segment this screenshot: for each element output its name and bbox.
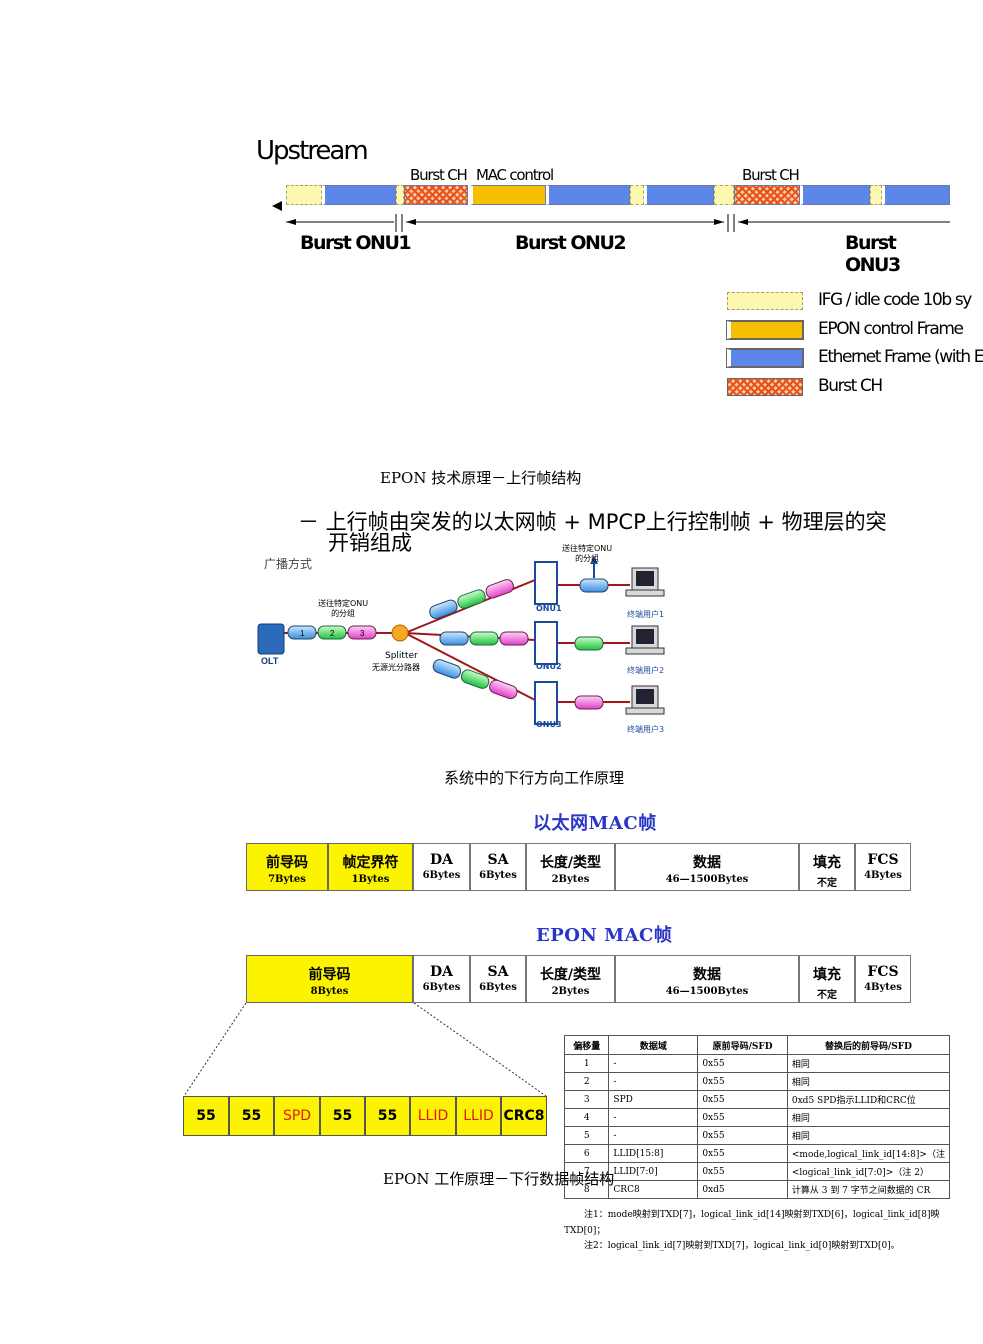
upstream-title: Upstream (256, 136, 369, 166)
table-header-row: 偏移量 数据域 原前导码/SFD 替换后的前导码/SFD (563, 1035, 951, 1055)
burst-onu2-label: Burst ONU2 (515, 232, 627, 254)
user2-label: 终端用户2 (627, 666, 665, 675)
table-note-2: 注2：logical_link_id[7]映射到TXD[7]，logical_l… (584, 1241, 900, 1251)
ethernet-frame-segment (644, 185, 714, 205)
eth-field-pad: 填充不定 (799, 843, 855, 891)
mac-control-label: MAC control (476, 166, 554, 184)
epon-control-segment (470, 185, 546, 205)
preamble-byte-4: 55 (320, 1096, 365, 1136)
ethernet-frame-segment (322, 185, 396, 205)
broadcast-mode-label: 广播方式 (264, 557, 313, 571)
legend-burst-label: Burst CH (818, 376, 883, 396)
legend-ifg-swatch (727, 292, 803, 310)
caption-downstream: 系统中的下行方向工作原理 (444, 769, 625, 787)
col-field: 数据域 (608, 1035, 699, 1055)
ifg-segment (630, 185, 644, 205)
epon-field-pad: 填充不定 (799, 955, 855, 1003)
onu2-label: ONU2 (536, 662, 562, 671)
caption-upstream: EPON 技术原理－上行帧结构 (380, 469, 582, 487)
legend-ethernet-label: Ethernet Frame (with E (818, 347, 983, 367)
ifg-segment (870, 185, 882, 205)
burst-onu3-label: Burst ONU3 (845, 232, 901, 276)
user3-label: 终端用户3 (627, 725, 665, 734)
table-note-1: 注1：mode映射到TXD[7]，logical_link_id[14]映射到T… (584, 1210, 940, 1220)
ethernet-frame-segment (800, 185, 870, 205)
legend-ethernet-swatch (726, 348, 804, 368)
ifg-segment (286, 185, 322, 205)
bullet-cut-text: 开销组成 (328, 531, 412, 555)
downstream-diagram: OLT 1 2 3 (257, 556, 665, 725)
preamble-byte-spd: SPD (274, 1096, 320, 1136)
olt-label: OLT (261, 656, 279, 666)
table-note-1b: TXD[0]； (564, 1226, 606, 1236)
burst-ch-label-2: Burst CH (742, 166, 800, 184)
splitter-label: Splitter (385, 651, 418, 661)
to-specific-onu-top: 送往特定ONU 的分组 (562, 544, 613, 563)
legend-control-label: EPON control Frame (818, 319, 964, 339)
bullet-text: － 上行帧由突发的以太网帧 + MPCP上行控制帧 + 物理层的突 (298, 510, 887, 534)
col-replaced: 替换后的前导码/SFD (786, 1035, 951, 1055)
onu3-label: ONU3 (536, 720, 562, 729)
col-offset: 偏移量 (563, 1035, 610, 1055)
ifg-segment (396, 185, 404, 205)
splitter-cn-label: 无源光分路器 (372, 663, 420, 672)
ethernet-frame-segment (882, 185, 950, 205)
bullet-cut-wrap: 开销组成 (328, 531, 448, 555)
preamble-byte-1: 55 (183, 1096, 229, 1136)
legend-burst-swatch (727, 378, 803, 396)
preamble-expand-lines (183, 1002, 547, 1097)
user1-label: 终端用户1 (627, 610, 665, 619)
legend-control-swatch (726, 320, 804, 340)
preamble-byte-5: 55 (365, 1096, 410, 1136)
burst-ch-label-1: Burst CH (410, 166, 468, 184)
epon-mac-title: EPON MAC帧 (536, 925, 673, 946)
ethernet-frame-segment (546, 185, 630, 205)
burst-onu1-label: Burst ONU1 (300, 232, 412, 254)
onu1-label: ONU1 (536, 604, 562, 613)
preamble-byte-crc8: CRC8 (501, 1096, 547, 1136)
col-original: 原前导码/SFD (697, 1035, 788, 1055)
burst-ch-segment (404, 185, 468, 205)
preamble-byte-llid-2: LLID (456, 1096, 501, 1136)
preamble-byte-2: 55 (229, 1096, 274, 1136)
legend-ifg-label: IFG / idle code 10b sy (818, 290, 972, 310)
preamble-byte-llid-1: LLID (410, 1096, 456, 1136)
to-specific-onu-left: 送往特定ONU 的分组 (318, 599, 369, 618)
burst-ch-segment (734, 185, 800, 205)
svg-text:1: 1 (300, 629, 305, 638)
eth-mac-title: 以太网MAC帧 (533, 813, 657, 834)
burst-span-arrows (272, 201, 950, 232)
svg-text:3: 3 (360, 629, 365, 638)
ifg-segment (714, 185, 734, 205)
caption-frame: EPON 工作原理－下行数据帧结构 (383, 1170, 615, 1188)
svg-text:2: 2 (330, 629, 335, 638)
